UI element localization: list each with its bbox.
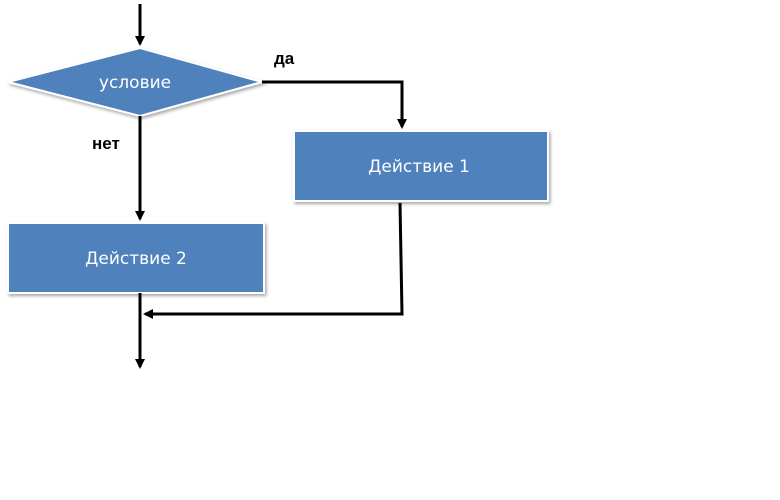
action-1-label: Действие 1 (368, 157, 470, 177)
action-2-box: Действие 2 (7, 222, 265, 294)
yes-label: да (274, 49, 295, 68)
action-1-box: Действие 1 (293, 130, 549, 202)
merge-arrow (143, 202, 404, 319)
no-label: нет (92, 134, 120, 153)
yes-branch-arrow (262, 80, 407, 129)
action-2-label: Действие 2 (85, 249, 187, 269)
decision-label: условие (99, 73, 171, 93)
decision-diamond: условие (7, 46, 266, 118)
